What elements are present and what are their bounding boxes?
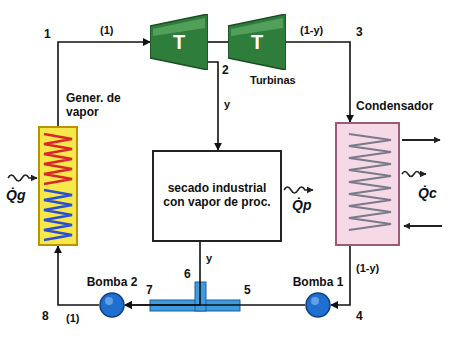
heat-in-arrow <box>8 175 37 181</box>
flow-fraction: y <box>206 252 212 264</box>
cooling-coil <box>349 134 391 230</box>
flow-line <box>208 62 218 150</box>
heat-label: Q̇g <box>6 188 25 203</box>
state-number: 6 <box>184 268 191 281</box>
coolant-in-arrow <box>404 225 442 227</box>
turbine-letter: T <box>228 14 286 70</box>
turbine-body <box>228 14 286 70</box>
state-number: 1 <box>44 28 51 41</box>
flow-fraction: (1) <box>66 312 79 324</box>
state-number: 4 <box>356 310 363 323</box>
pump-body <box>100 293 124 317</box>
flow-fraction: y <box>224 98 230 110</box>
flow-fraction: (1-y) <box>356 262 379 274</box>
heating-coil <box>44 190 72 240</box>
heat-label: Q̇p <box>292 198 311 213</box>
flow-line <box>58 42 150 126</box>
pump-highlight <box>311 297 319 305</box>
state-number: 5 <box>244 284 251 297</box>
turbine-body <box>150 14 208 70</box>
node-label: Gener. de vapor <box>66 92 142 120</box>
node-label: Bomba 1 <box>288 276 348 290</box>
pump-highlight <box>105 297 113 305</box>
generator-body <box>39 127 77 245</box>
flow-line <box>208 41 228 43</box>
condenser-body <box>336 123 399 245</box>
node-label: Bomba 2 <box>82 276 142 290</box>
heating-coil <box>44 134 72 184</box>
pump: Bomba 1 <box>288 276 348 320</box>
heat-out-arrow <box>284 187 313 193</box>
node-label: secado industrial con vapor de proc. <box>158 150 276 242</box>
condenser: Condensador <box>326 98 438 246</box>
turbine: T <box>150 14 208 70</box>
component-caption: Turbinas <box>250 74 296 86</box>
flow-fraction: (1) <box>100 24 113 36</box>
process-box: secado industrial con vapor de proc. <box>152 150 282 242</box>
state-number: 7 <box>146 284 153 297</box>
coolant-out-arrow <box>402 139 440 141</box>
flow-line <box>125 242 200 305</box>
pump-symbol <box>99 292 125 318</box>
state-number: 8 <box>42 310 49 323</box>
condenser-symbol <box>335 122 400 246</box>
steam-generator: Gener. de vapor <box>26 92 142 248</box>
heat-label: Q̇c <box>418 186 437 201</box>
turbine-letter: T <box>150 14 208 70</box>
pump-symbol <box>305 292 331 318</box>
generator-symbol <box>38 126 78 246</box>
state-number: 3 <box>356 26 363 39</box>
state-number: 2 <box>222 64 229 77</box>
pump: Bomba 2 <box>82 276 142 320</box>
node-label: Condensador <box>356 100 433 114</box>
heat-out-arrow <box>402 172 426 177</box>
flow-fraction: (1-y) <box>300 24 323 36</box>
pump-body <box>306 293 330 317</box>
turbine: T <box>228 14 286 70</box>
